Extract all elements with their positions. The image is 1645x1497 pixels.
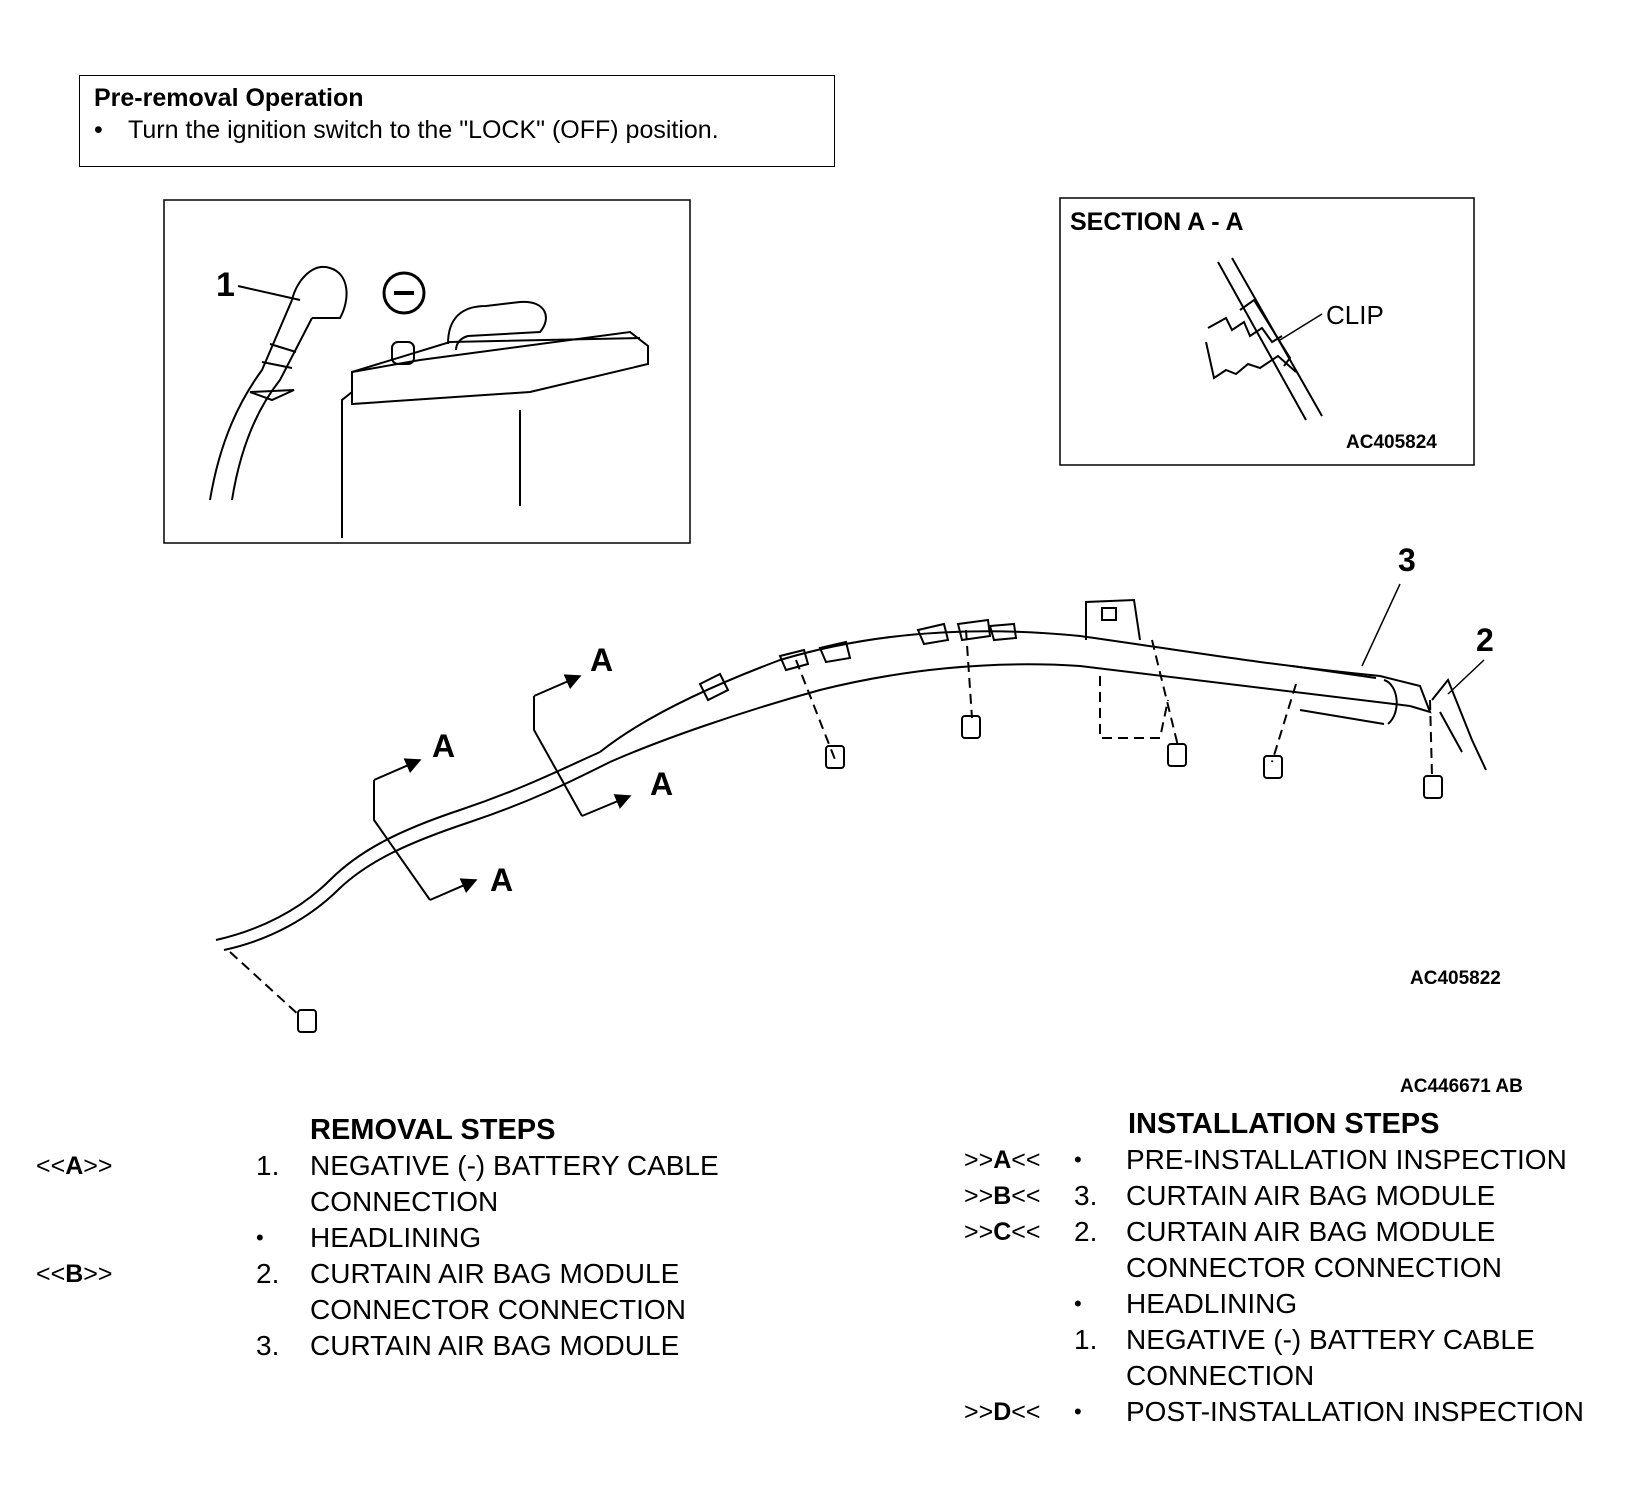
installation-step-row: CONNECTION bbox=[0, 1358, 1645, 1394]
pre-removal-box: Pre-removal Operation • Turn the ignition… bbox=[79, 75, 835, 167]
step-number: 1. bbox=[256, 1150, 280, 1181]
section-title: SECTION A - A bbox=[1070, 208, 1244, 236]
callout-3: 3 bbox=[1398, 542, 1416, 578]
removal-step-row: • HEADLINING bbox=[0, 1220, 800, 1256]
step-text: CONNECTION bbox=[310, 1186, 499, 1217]
step-number: 2. bbox=[256, 1258, 280, 1289]
step-number: • bbox=[256, 1225, 264, 1250]
pre-removal-bullet: • Turn the ignition switch to the "LOCK" … bbox=[94, 114, 820, 146]
section-inset-frame bbox=[1059, 197, 1475, 466]
installation-step-row: >>C<< 2. CURTAIN AIR BAG MODULE bbox=[0, 1214, 1645, 1250]
step-text: NEGATIVE (-) BATTERY CABLE bbox=[1126, 1324, 1535, 1355]
callout-2: 2 bbox=[1476, 622, 1494, 658]
clip-illustration bbox=[1205, 257, 1323, 421]
installation-steps: INSTALLATION STEPS >>A<< • PRE-INSTALLATIO… bbox=[0, 1106, 1645, 1430]
step-number: 2. bbox=[1074, 1216, 1098, 1247]
section-mark-a: A bbox=[432, 728, 456, 764]
step-text: CURTAIN AIR BAG MODULE bbox=[1126, 1180, 1496, 1211]
battery-illustration bbox=[209, 265, 649, 538]
removal-steps: REMOVAL STEPS <<A>> 1. NEGATIVE (-) BATTER… bbox=[0, 1112, 800, 1364]
step-text: CURTAIN AIR BAG MODULE bbox=[310, 1330, 680, 1361]
section-mark-a: A bbox=[490, 862, 514, 898]
bullet-dot: • bbox=[94, 116, 103, 144]
removal-step-row: CONNECTOR CONNECTION bbox=[0, 1292, 800, 1328]
step-number: 3. bbox=[1074, 1180, 1098, 1211]
diagram-code: AC405822 bbox=[1410, 968, 1501, 989]
step-text: HEADLINING bbox=[1126, 1288, 1298, 1319]
pre-removal-text: Turn the ignition switch to the "LOCK" (… bbox=[128, 116, 719, 144]
step-tag: >>A<< bbox=[964, 1146, 1041, 1174]
figure-code: AC446671 AB bbox=[1400, 1076, 1523, 1097]
step-text: CURTAIN AIR BAG MODULE bbox=[1126, 1216, 1496, 1247]
section-mark-a: A bbox=[650, 766, 674, 802]
section-code: AC405824 bbox=[1346, 432, 1437, 453]
step-number: • bbox=[1074, 1147, 1082, 1172]
installation-title-text: INSTALLATION STEPS bbox=[1128, 1108, 1440, 1140]
step-text: PRE-INSTALLATION INSPECTION bbox=[1126, 1144, 1567, 1175]
installation-step-row: >>B<< 3. CURTAIN AIR BAG MODULE bbox=[0, 1178, 1645, 1214]
step-tag: <<A>> bbox=[36, 1152, 113, 1180]
step-text: CONNECTION bbox=[1126, 1360, 1315, 1391]
removal-step-row: 3. CURTAIN AIR BAG MODULE bbox=[0, 1328, 800, 1364]
removal-title: REMOVAL STEPS bbox=[0, 1112, 800, 1148]
section-mark-a: A bbox=[590, 642, 614, 678]
clip-label: CLIP bbox=[1326, 300, 1384, 330]
step-tag: >>C<< bbox=[964, 1218, 1041, 1246]
step-number: 3. bbox=[256, 1330, 280, 1361]
step-tag: >>B<< bbox=[964, 1182, 1041, 1210]
step-text: HEADLINING bbox=[310, 1222, 482, 1253]
installation-title: INSTALLATION STEPS bbox=[0, 1106, 1645, 1142]
installation-step-row: >>D<< • POST-INSTALLATION INSPECTION bbox=[0, 1394, 1645, 1430]
step-text: POST-INSTALLATION INSPECTION bbox=[1126, 1396, 1584, 1427]
step-text: CURTAIN AIR BAG MODULE bbox=[310, 1258, 680, 1289]
removal-step-row: <<A>> 1. NEGATIVE (-) BATTERY CABLE bbox=[0, 1148, 800, 1184]
installation-step-row: • HEADLINING bbox=[0, 1286, 1645, 1322]
step-text: CONNECTOR CONNECTION bbox=[1126, 1252, 1502, 1283]
bolt-icons bbox=[297, 715, 1443, 1033]
callout-1: 1 bbox=[216, 266, 235, 304]
step-text: NEGATIVE (-) BATTERY CABLE bbox=[310, 1150, 719, 1181]
step-number: • bbox=[1074, 1399, 1082, 1424]
installation-step-row: >>A<< • PRE-INSTALLATION INSPECTION bbox=[0, 1142, 1645, 1178]
step-number: 1. bbox=[1074, 1324, 1098, 1355]
installation-step-row: CONNECTOR CONNECTION bbox=[0, 1250, 1645, 1286]
step-text: CONNECTOR CONNECTION bbox=[310, 1294, 686, 1325]
step-tag: <<B>> bbox=[36, 1260, 113, 1288]
removal-title-text: REMOVAL STEPS bbox=[310, 1114, 556, 1146]
removal-step-row: <<B>> 2. CURTAIN AIR BAG MODULE bbox=[0, 1256, 800, 1292]
battery-inset-frame bbox=[163, 199, 691, 544]
step-number: • bbox=[1074, 1291, 1082, 1316]
installation-step-row: 1. NEGATIVE (-) BATTERY CABLE bbox=[0, 1322, 1645, 1358]
removal-step-row: CONNECTION bbox=[0, 1184, 800, 1220]
airbag-module-illustration bbox=[215, 583, 1487, 1033]
step-tag: >>D<< bbox=[964, 1398, 1041, 1426]
pre-removal-title: Pre-removal Operation bbox=[94, 84, 364, 112]
